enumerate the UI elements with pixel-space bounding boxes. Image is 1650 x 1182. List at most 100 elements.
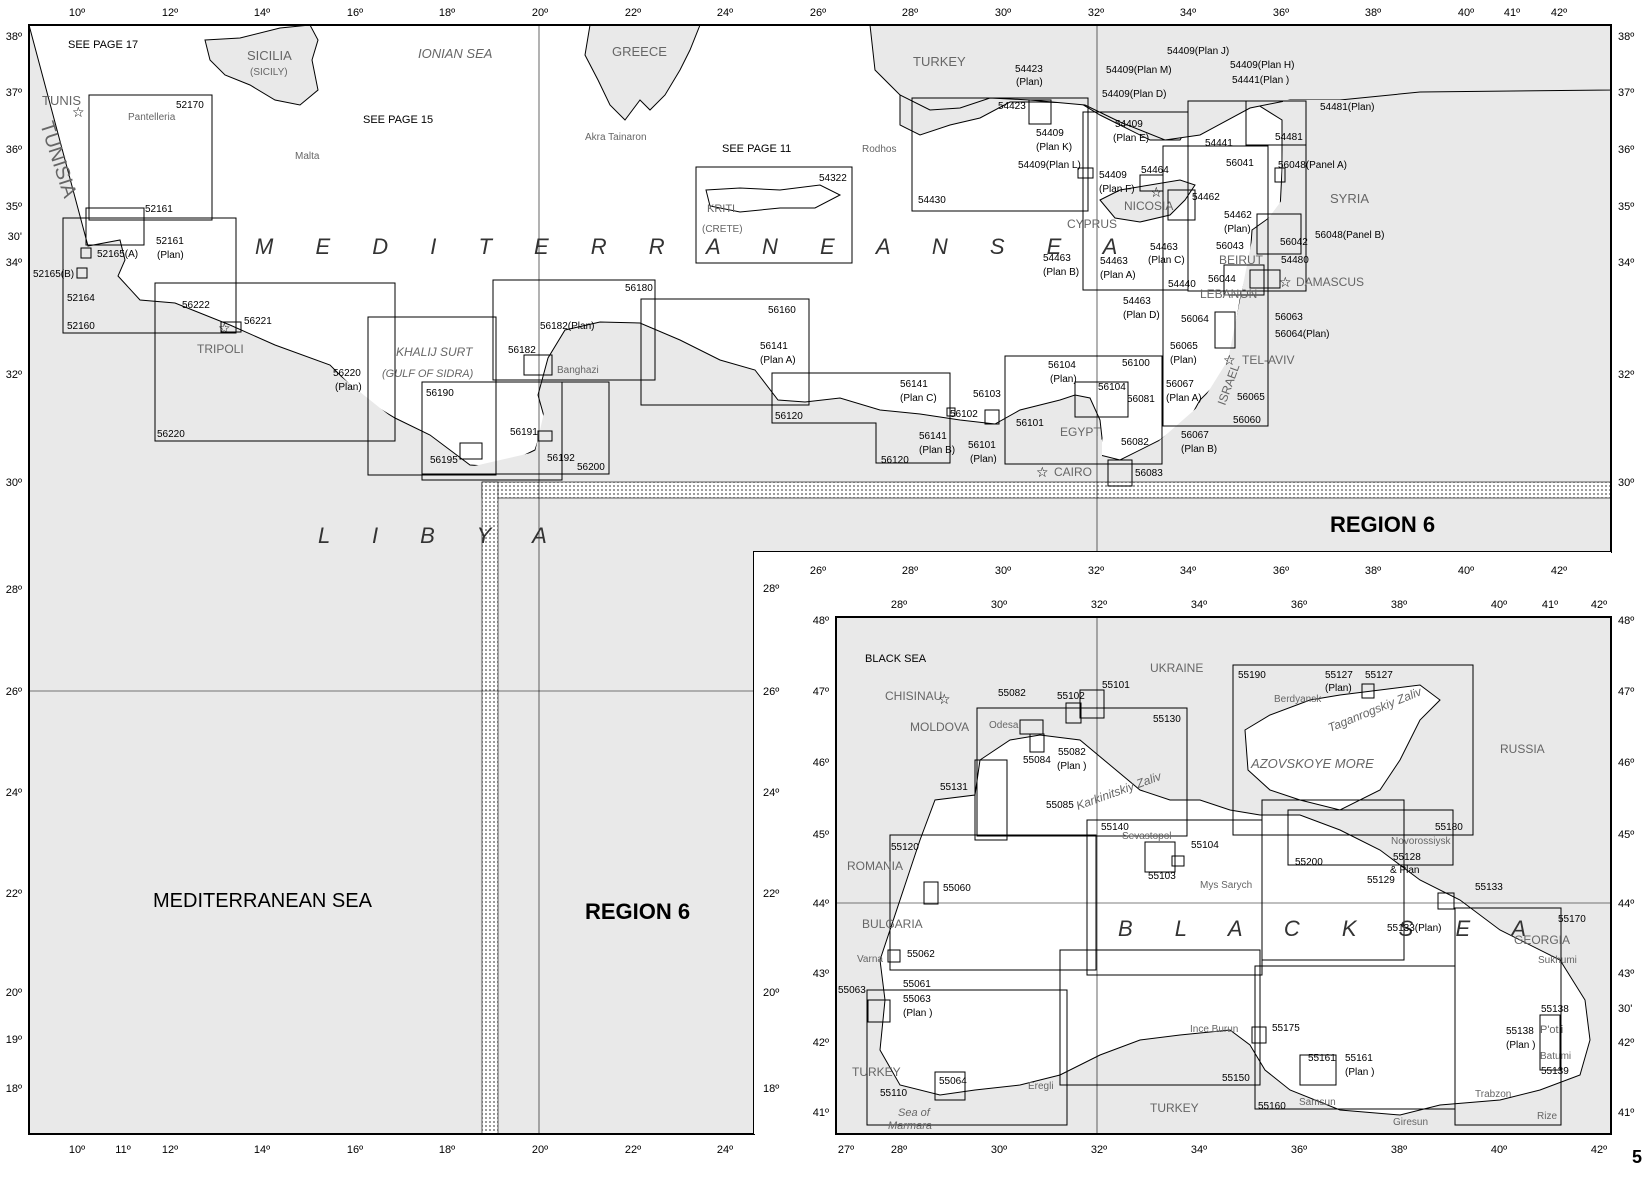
chart-number[interactable]: 56195 (430, 455, 458, 466)
chart-number[interactable]: 56101 (968, 440, 996, 451)
chart-number[interactable]: (Plan) (1050, 374, 1077, 385)
chart-number[interactable]: 55130 (1153, 714, 1181, 725)
chart-number[interactable]: 56064 (1181, 314, 1209, 325)
see-page-15-label[interactable]: SEE PAGE 15 (363, 114, 433, 126)
chart-number[interactable]: 54480 (1281, 255, 1309, 266)
chart-number[interactable]: 56180 (625, 283, 653, 294)
chart-number[interactable]: 55101 (1102, 680, 1130, 691)
chart-number[interactable]: 52160 (67, 321, 95, 332)
chart-number[interactable]: 55140 (1101, 822, 1129, 833)
chart-number[interactable]: 55120 (891, 842, 919, 853)
chart-number[interactable]: 55133(Plan) (1387, 923, 1441, 934)
chart-number[interactable]: 55060 (943, 883, 971, 894)
chart-number[interactable]: 54322 (819, 173, 847, 184)
chart-number[interactable]: 56182 (508, 345, 536, 356)
chart-number[interactable]: 54463 (1123, 296, 1151, 307)
chart-number[interactable]: 55133 (1475, 882, 1503, 893)
chart-number[interactable]: 54430 (918, 195, 946, 206)
chart-number[interactable]: 56200 (577, 462, 605, 473)
chart-number[interactable]: (Plan) (157, 250, 184, 261)
chart-number[interactable]: 55138 (1506, 1026, 1534, 1037)
chart-number[interactable]: 56103 (973, 389, 1001, 400)
chart-number[interactable]: (Plan) (1325, 683, 1352, 694)
chart-number[interactable]: 54409(Plan L) (1018, 160, 1081, 171)
chart-number[interactable]: (Plan A) (1166, 393, 1202, 404)
chart-number[interactable]: 56120 (881, 455, 909, 466)
chart-number[interactable]: 56220 (157, 429, 185, 440)
chart-number[interactable]: 55129 (1367, 875, 1395, 886)
chart-number[interactable]: 56065 (1170, 341, 1198, 352)
chart-number[interactable]: 55063 (838, 985, 866, 996)
chart-number[interactable]: 56191 (510, 427, 538, 438)
chart-number[interactable]: 55062 (907, 949, 935, 960)
chart-number[interactable]: 55110 (880, 1088, 908, 1099)
chart-number[interactable]: 55102 (1057, 691, 1085, 702)
chart-number[interactable]: (Plan E) (1113, 133, 1149, 144)
see-page-17-label[interactable]: SEE PAGE 17 (68, 39, 138, 51)
chart-number[interactable]: 54481 (1275, 132, 1303, 143)
chart-number[interactable]: 54441(Plan ) (1232, 75, 1289, 86)
chart-number[interactable]: 56067 (1166, 379, 1194, 390)
chart-number[interactable]: 54409(Plan D) (1102, 89, 1166, 100)
chart-number[interactable]: 56222 (182, 300, 210, 311)
chart-number[interactable]: 54464 (1141, 165, 1169, 176)
chart-number[interactable]: 56083 (1135, 468, 1163, 479)
chart-number[interactable]: (Plan F) (1099, 184, 1135, 195)
chart-number[interactable]: 56101 (1016, 418, 1044, 429)
chart-number[interactable]: (Plan D) (1123, 310, 1160, 321)
chart-number[interactable]: 54423 (998, 101, 1026, 112)
chart-number[interactable]: (Plan ) (1506, 1040, 1535, 1051)
chart-number[interactable]: 56041 (1226, 158, 1254, 169)
chart-number[interactable]: 55160 (1258, 1101, 1286, 1112)
chart-number[interactable]: 56221 (244, 316, 272, 327)
chart-number[interactable]: 56104 (1098, 382, 1126, 393)
chart-number[interactable]: 56190 (426, 388, 454, 399)
chart-number[interactable]: 56081 (1127, 394, 1155, 405)
chart-number[interactable]: 52165(A) (97, 249, 138, 260)
chart-number[interactable]: 55161 (1345, 1053, 1373, 1064)
chart-number[interactable]: 56042 (1280, 237, 1308, 248)
chart-number[interactable]: 52164 (67, 293, 95, 304)
chart-number[interactable]: 55128 (1393, 852, 1421, 863)
chart-number[interactable]: 56063 (1275, 312, 1303, 323)
chart-number[interactable]: 54463 (1150, 242, 1178, 253)
chart-number[interactable]: (Plan) (970, 454, 997, 465)
chart-number[interactable]: 55063 (903, 994, 931, 1005)
chart-number[interactable]: 54409(Plan H) (1230, 60, 1294, 71)
chart-number[interactable]: 55138 (1541, 1004, 1569, 1015)
chart-number[interactable]: 54441 (1205, 138, 1233, 149)
chart-number[interactable]: 52161 (145, 204, 173, 215)
chart-number[interactable]: & Plan (1390, 865, 1419, 876)
chart-number[interactable]: 56043 (1216, 241, 1244, 252)
chart-number[interactable]: 52161 (156, 236, 184, 247)
chart-number[interactable]: 56064(Plan) (1275, 329, 1329, 340)
chart-number[interactable]: (Plan A) (1100, 270, 1136, 281)
chart-number[interactable]: 56067 (1181, 430, 1209, 441)
chart-number[interactable]: (Plan) (335, 382, 362, 393)
chart-number[interactable]: 56044 (1208, 274, 1236, 285)
chart-number[interactable]: 56141 (919, 431, 947, 442)
chart-number[interactable]: 54409 (1099, 170, 1127, 181)
chart-number[interactable]: 55170 (1558, 914, 1586, 925)
chart-number[interactable]: 54409 (1115, 119, 1143, 130)
chart-number[interactable]: 55104 (1191, 840, 1219, 851)
chart-number[interactable]: 54409 (1036, 128, 1064, 139)
chart-number[interactable]: (Plan ) (1345, 1067, 1374, 1078)
chart-number[interactable]: 54423 (1015, 64, 1043, 75)
chart-number[interactable]: 52165(B) (33, 269, 74, 280)
chart-number[interactable]: 55200 (1295, 857, 1323, 868)
chart-number[interactable]: 54481(Plan) (1320, 102, 1374, 113)
chart-number[interactable]: 55061 (903, 979, 931, 990)
chart-number[interactable]: 56100 (1122, 358, 1150, 369)
chart-number[interactable]: 55127 (1365, 670, 1393, 681)
chart-number[interactable]: 55103 (1148, 871, 1176, 882)
chart-number[interactable]: 55082 (998, 688, 1026, 699)
chart-number[interactable]: 55150 (1222, 1073, 1250, 1084)
chart-number[interactable]: 55082 (1058, 747, 1086, 758)
chart-number[interactable]: 55161 (1308, 1053, 1336, 1064)
chart-number[interactable]: 56120 (775, 411, 803, 422)
chart-number[interactable]: 54463 (1100, 256, 1128, 267)
chart-number[interactable]: (Plan K) (1036, 142, 1072, 153)
chart-number[interactable]: 54440 (1168, 279, 1196, 290)
chart-number[interactable]: (Plan B) (919, 445, 955, 456)
